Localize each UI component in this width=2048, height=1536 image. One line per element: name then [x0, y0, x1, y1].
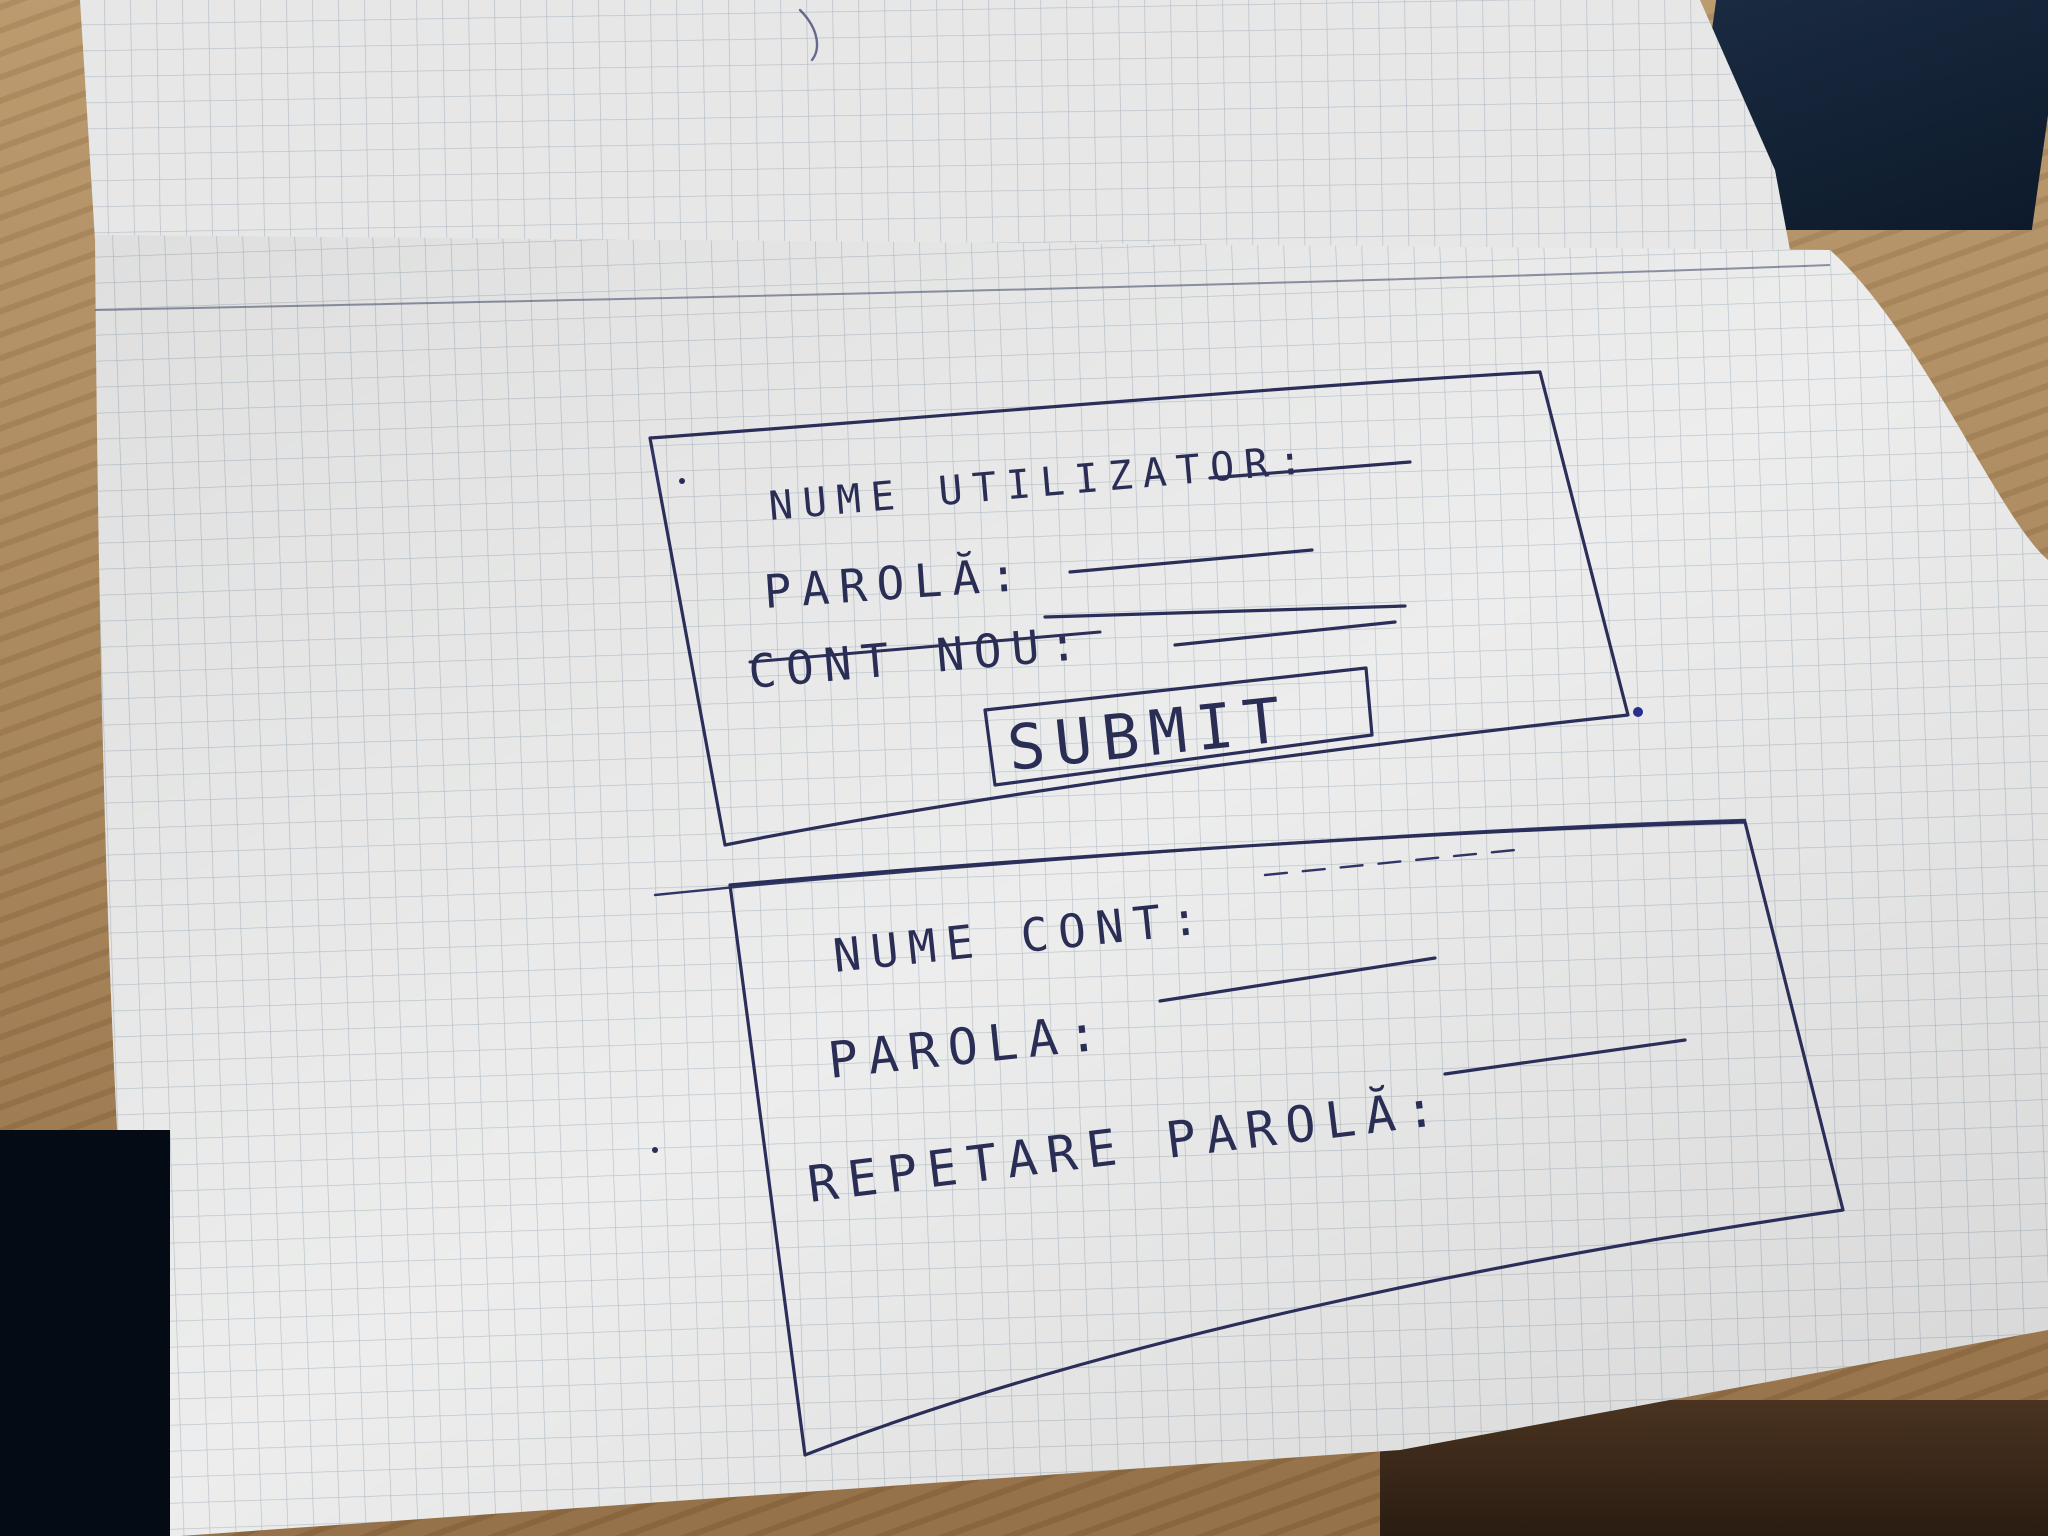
account-name-field-line — [1263, 848, 1517, 877]
register-form-border — [728, 820, 1845, 1457]
username-field-line — [1208, 460, 1412, 480]
register-form-sketch — [653, 818, 1845, 1457]
repeat-password-field-line — [1443, 1038, 1687, 1076]
back-page — [80, 0, 1790, 250]
submit-button-border — [983, 666, 1374, 787]
password-field-line — [1068, 548, 1314, 574]
password-register-field-line — [1158, 956, 1437, 1003]
new-account-field-line — [1043, 604, 1407, 619]
dark-object — [0, 1130, 170, 1536]
login-form-border — [648, 370, 1630, 847]
login-form-sketch — [648, 370, 1630, 847]
